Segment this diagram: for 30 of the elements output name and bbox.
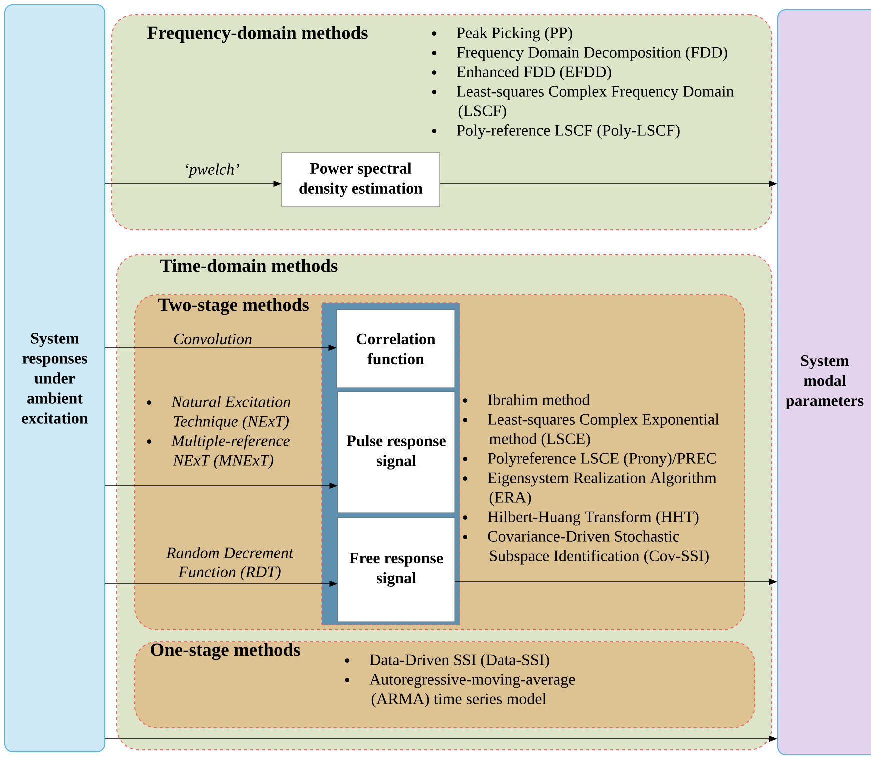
list-item: Covariance-Driven Stochastic Subspace Identification (Cov-SSI) (488, 530, 709, 565)
output-box: System modal parameters (778, 10, 871, 756)
list-item: Eigensystem Realization Algorithm (ERA) (488, 472, 717, 506)
edge-label: Random Decrement Function (RDT) (154, 546, 306, 582)
list-item: Autoregressive-moving-average (ARMA) time series model (370, 674, 576, 708)
list-item: Natural Excitation Technique (NExT) (172, 396, 290, 430)
signal-box: Pulse response signal (338, 392, 456, 514)
list-item: Least-squares Complex Frequency Domain (LSCF) (457, 86, 734, 120)
list-item: Multiple-reference NExT (MNExT) (171, 435, 290, 470)
group-heading: One-stage methods (151, 643, 300, 660)
edge-label: Convolution (168, 332, 258, 346)
method-group (112, 14, 772, 230)
list-item: Frequency Domain Decomposition (FDD) (457, 46, 728, 62)
list-item: Ibrahim method (488, 394, 590, 406)
list-item: Hilbert-Huang Transform (HHT) (488, 511, 699, 526)
list-item: Data-Driven SSI (Data-SSI) (370, 654, 550, 669)
input-box: System responses under ambient excitation (4, 4, 106, 752)
list-item: Least-squares Complex Exponential method (LSCE) (488, 414, 720, 448)
group-heading: Two-stage methods (158, 298, 309, 316)
process-box: Power spectral density estimation (282, 152, 440, 208)
edge-label: ‘pwelch’ (180, 162, 244, 180)
list-item: Enhanced FDD (EFDD) (457, 66, 612, 81)
method-group (134, 642, 756, 728)
group-heading: Frequency-domain methods (148, 26, 368, 44)
list-item: Poly-reference LSCF (Poly-LSCF) (457, 124, 680, 140)
list-item: Peak Picking (PP) (457, 27, 572, 42)
list-item: Polyreference LSCE (Prony)/PREC (488, 452, 716, 468)
signal-box: Correlation function (336, 310, 456, 388)
signal-box: Free response signal (338, 518, 456, 622)
group-heading: Time-domain methods (160, 259, 338, 272)
